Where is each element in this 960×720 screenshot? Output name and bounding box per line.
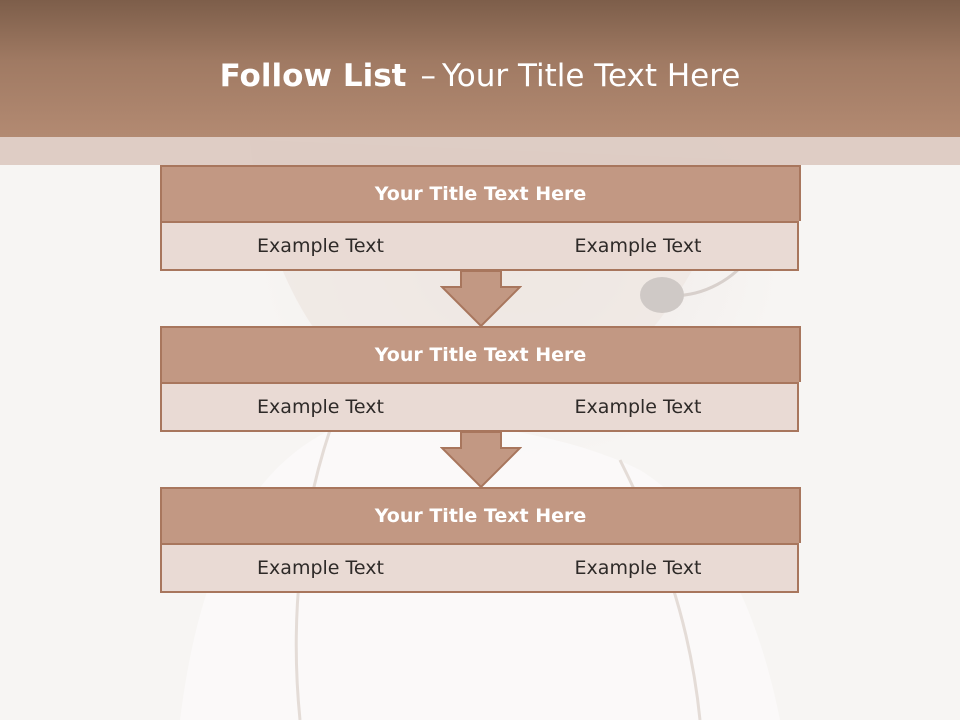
title-rest: Your Title Text Here: [441, 58, 741, 94]
title-dash: –: [420, 58, 436, 94]
title-bold: Follow List: [219, 58, 407, 94]
header-band: [0, 137, 960, 165]
block-cell-right: Example Text: [479, 382, 799, 432]
block-cell-left: Example Text: [160, 221, 481, 271]
down-arrow-icon: [440, 431, 522, 489]
slide-title: Follow List–Your Title Text Here: [0, 56, 960, 96]
title-bar: [0, 0, 960, 137]
block-cell-right: Example Text: [479, 543, 799, 593]
block-cell-left: Example Text: [160, 543, 481, 593]
block-title: Your Title Text Here: [160, 326, 801, 382]
block-cell-right: Example Text: [479, 221, 799, 271]
block-cell-left: Example Text: [160, 382, 481, 432]
block-title: Your Title Text Here: [160, 165, 801, 221]
down-arrow-icon: [440, 270, 522, 328]
block-title: Your Title Text Here: [160, 487, 801, 543]
